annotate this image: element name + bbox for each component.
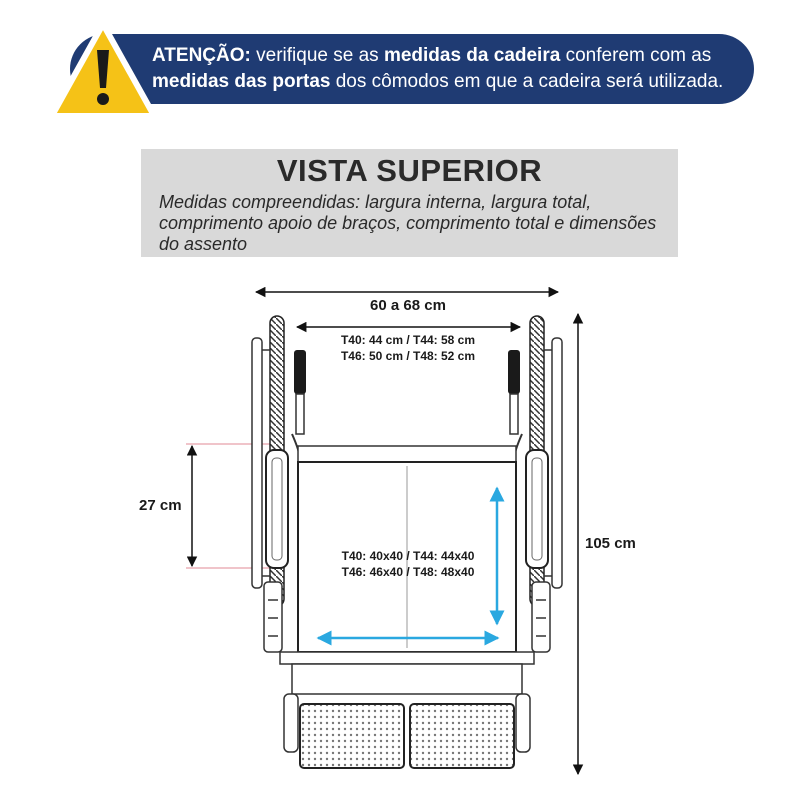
- panel-title: VISTA SUPERIOR: [276, 153, 543, 188]
- right-armrest: [525, 449, 549, 569]
- seat-size-line-2: T46: 46x40 / T48: 48x40: [341, 565, 475, 579]
- backrest: [297, 445, 517, 463]
- total-length-label: 105 cm: [585, 535, 636, 552]
- inner-width-label: T40: 44 cm / T44: 58 cm T46: 50 cm / T48…: [318, 332, 498, 364]
- warning-text-part: conferem com as: [560, 45, 712, 66]
- inner-width-line-1: T40: 44 cm / T44: 58 cm: [340, 333, 476, 347]
- warning-banner: ATENÇÃO: verifique se as medidas da cade…: [70, 34, 754, 104]
- panel-subtitle: Medidas compreendidas: largura interna, …: [159, 192, 657, 254]
- warning-text-part: verifique se as: [250, 45, 384, 66]
- warning-bold-chair: medidas da cadeira: [383, 45, 561, 66]
- inner-width-line-2: T46: 50 cm / T48: 52 cm: [340, 349, 476, 363]
- seat: [297, 461, 517, 653]
- footrests: [299, 703, 515, 769]
- seat-size-label: T40: 40x40 / T44: 44x40 T46: 46x40 / T48…: [318, 548, 498, 580]
- seat-size-line-1: T40: 40x40 / T44: 44x40: [341, 549, 475, 563]
- warning-text-part: dos cômodos em que a cadeira será utiliz…: [330, 71, 724, 92]
- total-width-label: 60 a 68 cm: [370, 297, 446, 314]
- armrest-length-label: 27 cm: [139, 497, 182, 514]
- left-armrest: [265, 449, 289, 569]
- title-panel: VISTA SUPERIOR Medidas compreendidas: la…: [141, 149, 678, 257]
- front-casters: [283, 693, 531, 753]
- warning-triangle-icon: [50, 21, 156, 119]
- warning-text: ATENÇÃO: verifique se as medidas da cade…: [152, 43, 742, 95]
- warning-bold-doors: medidas das portas: [152, 71, 331, 92]
- frame-details: [263, 581, 551, 695]
- warning-prefix: ATENÇÃO:: [152, 45, 251, 66]
